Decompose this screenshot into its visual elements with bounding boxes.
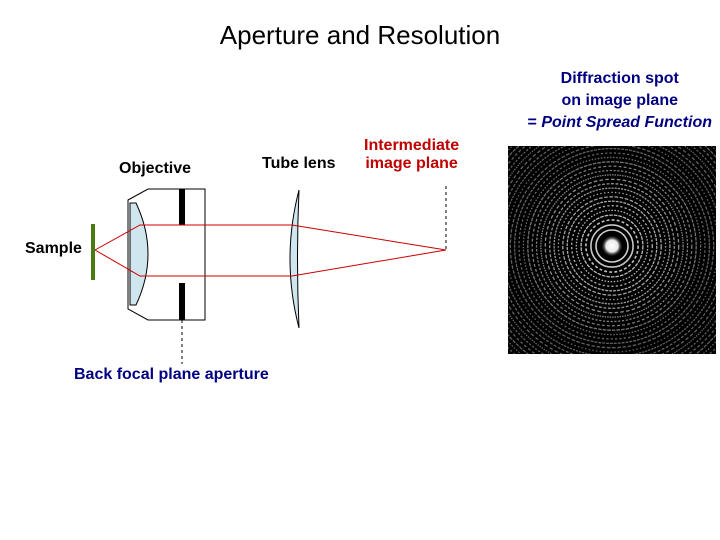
tube-lens-label: Tube lens xyxy=(262,155,336,172)
psf-ring xyxy=(590,224,634,268)
psf-label-line1: Diffraction spot xyxy=(560,70,679,87)
ray-upper xyxy=(94,224,447,251)
ray-lower xyxy=(94,249,447,277)
psf-ring xyxy=(575,209,649,283)
psf-label-prefix: = xyxy=(527,114,542,131)
psf-ring xyxy=(513,147,711,345)
point-spread-function-image xyxy=(508,146,716,354)
intermediate-label-line1: Intermediate xyxy=(364,137,460,154)
objective-label: Objective xyxy=(119,160,192,177)
intermediate-label-line2: image plane xyxy=(365,155,458,172)
psf-ring xyxy=(549,183,675,309)
objective-housing xyxy=(127,188,206,321)
back-focal-plane-label: Back focal plane aperture xyxy=(74,366,269,383)
psf-ring xyxy=(522,156,702,336)
psf-ring xyxy=(544,178,680,314)
page-title: Aperture and Resolution xyxy=(219,20,501,50)
psf-label-line3: = Point Spread Function xyxy=(528,112,712,134)
psf-ring xyxy=(571,205,653,287)
intermediate-plane-label: Intermediate image plane xyxy=(364,137,459,173)
psf-central-spot xyxy=(601,235,623,257)
sample-bar xyxy=(91,224,95,280)
psf-ring xyxy=(531,165,693,327)
psf-ring xyxy=(509,146,715,349)
psf-ring xyxy=(580,214,644,278)
psf-ring xyxy=(566,200,658,292)
psf-ring xyxy=(518,152,706,340)
psf-ring xyxy=(540,174,684,318)
aperture-bar-top xyxy=(179,189,185,225)
psf-label: Diffraction spot on image plane = Point … xyxy=(528,68,712,134)
psf-ring xyxy=(535,169,689,323)
psf-label-line2: on image plane xyxy=(561,92,678,109)
tube-lens xyxy=(289,189,300,329)
psf-ring xyxy=(557,191,667,301)
psf-ring xyxy=(562,196,662,296)
psf-ring xyxy=(585,219,639,273)
psf-ring xyxy=(595,229,629,263)
psf-label-italic: Point Spread Function xyxy=(541,114,712,131)
sample-label: Sample xyxy=(25,240,82,257)
psf-rings xyxy=(508,146,716,354)
light-rays xyxy=(94,224,447,277)
psf-ring xyxy=(527,161,697,331)
aperture-bar-bottom xyxy=(179,283,185,320)
psf-ring xyxy=(553,187,671,305)
